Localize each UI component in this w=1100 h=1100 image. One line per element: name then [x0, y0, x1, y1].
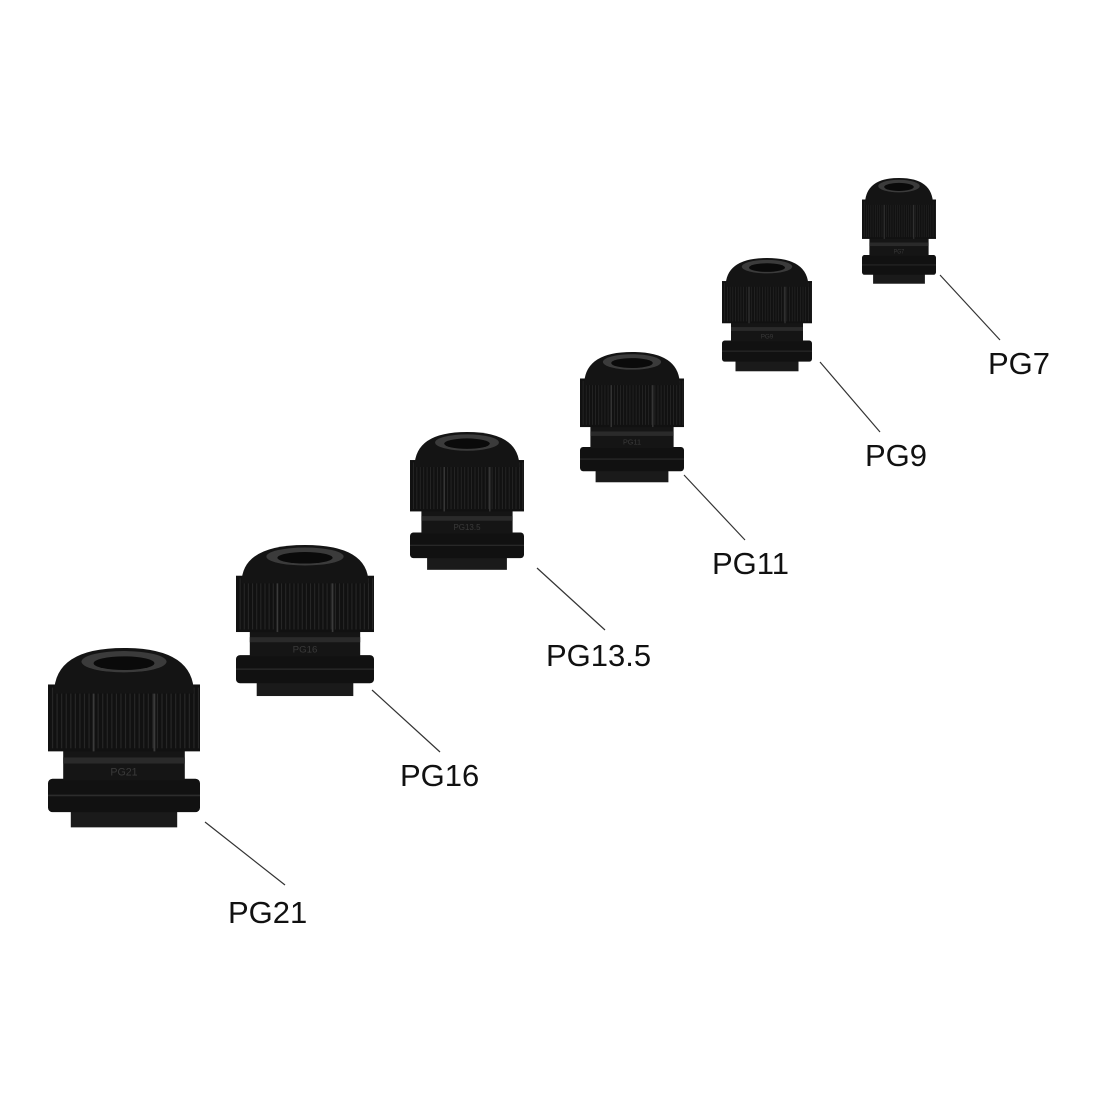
cable-gland: PG11: [580, 352, 684, 483]
gland-thread: [873, 272, 925, 284]
label-pg9: PG9: [865, 438, 928, 473]
gland-emboss: PG11: [623, 438, 641, 447]
gland-body: [249, 629, 361, 657]
leader-line: [683, 474, 746, 541]
gland-body: [869, 237, 929, 256]
cable-gland: PG9: [722, 258, 813, 372]
gland-thread: [595, 469, 669, 483]
gland-body: [731, 321, 803, 342]
cable-gland: PG21: [48, 648, 200, 828]
gland-hex-nut: [236, 575, 374, 633]
leader-line: [939, 274, 1001, 341]
leader-line: [819, 361, 881, 433]
gland-thread: [70, 809, 178, 828]
gland-body: [421, 509, 513, 534]
gland-emboss: PG16: [293, 645, 318, 655]
gland-emboss: PG13.5: [453, 523, 481, 532]
gland-thread: [427, 555, 507, 570]
gland-emboss: PG21: [110, 767, 137, 779]
gland-thread: [735, 359, 799, 372]
leader-line: [536, 567, 606, 631]
gland-thread: [256, 680, 354, 697]
cable-gland: PG13.5: [410, 432, 524, 570]
label-pg7: PG7: [988, 346, 1051, 381]
gland-hex-nut: [862, 199, 936, 239]
cable-gland: PG7: [862, 178, 937, 284]
label-pg11: PG11: [712, 546, 789, 581]
gland-hex-nut: [410, 460, 524, 512]
label-pg21: PG21: [228, 895, 308, 930]
gland-body: [590, 424, 674, 449]
gland-hex-nut: [722, 281, 812, 324]
label-pg16: PG16: [400, 758, 480, 793]
gland-emboss: PG7: [894, 249, 904, 256]
gland-hex-nut: [48, 684, 200, 752]
gland-hex-nut: [580, 378, 684, 428]
cable-gland: PG16: [236, 545, 374, 697]
leader-line: [204, 821, 286, 886]
leader-line: [371, 689, 441, 753]
gland-body: [63, 748, 185, 781]
gland-emboss: PG9: [761, 333, 774, 340]
label-pg13-5: PG13.5: [546, 638, 652, 673]
